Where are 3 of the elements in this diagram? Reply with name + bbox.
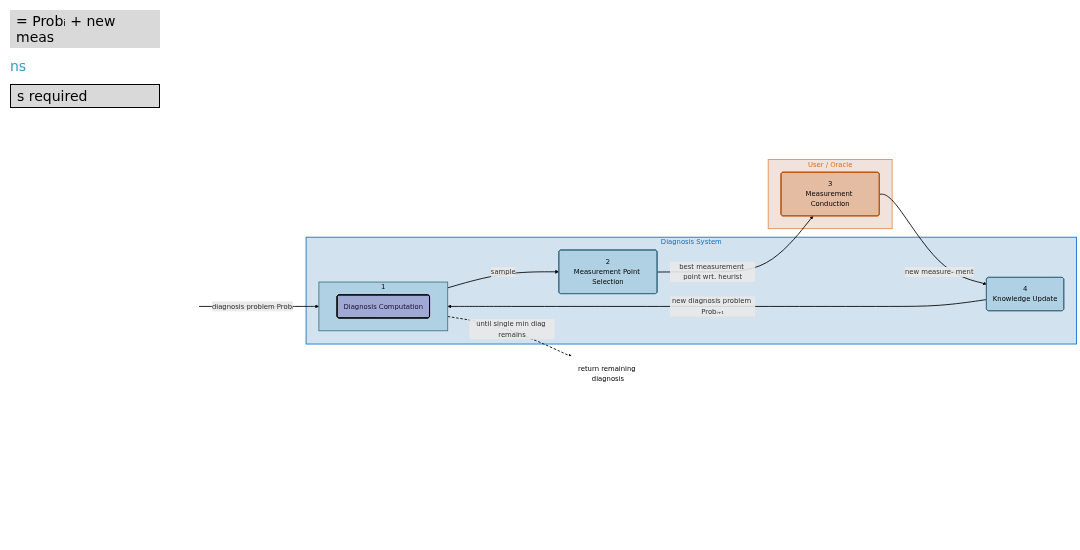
text-fragment: ns [10,58,28,74]
text-fragment: s required [10,84,160,108]
note-label: = Probᵢ + new meas [10,10,160,48]
